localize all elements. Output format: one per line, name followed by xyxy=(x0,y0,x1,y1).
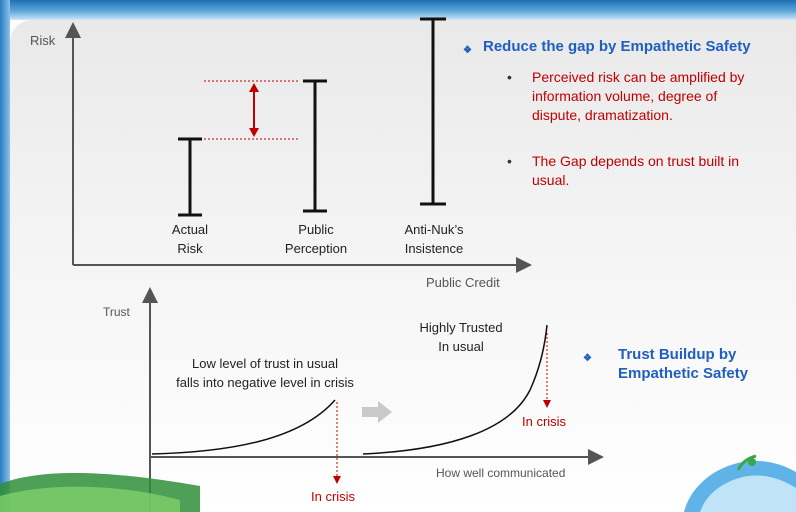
gap-arrow xyxy=(249,83,259,137)
high-trust-curve xyxy=(362,324,548,455)
logo-graphic xyxy=(684,454,796,512)
transition-arrow xyxy=(362,401,392,423)
gap-heading: ❖ Reduce the gap by Empathetic Safety xyxy=(463,37,751,56)
communication-axis-label: How well communicated xyxy=(436,466,566,480)
high-trust-caption: Highly Trusted In usual xyxy=(419,320,503,354)
high-trust-crisis-label: In crisis xyxy=(522,414,567,429)
trust-buildup-heading: ❖ Trust Buildup by Empathetic Safety xyxy=(583,346,749,382)
dot-bullet-icon: • xyxy=(507,153,512,169)
dot-bullet-icon: • xyxy=(507,69,512,85)
actual-risk-bar xyxy=(178,137,202,217)
low-trust-curve xyxy=(151,399,336,455)
bullet-amplified: • Perceived risk can be amplified by inf… xyxy=(507,69,745,123)
left-edge-band xyxy=(0,0,10,512)
low-trust-caption: Low level of trust in usual falls into n… xyxy=(176,356,354,390)
public-credit-axis-label: Public Credit xyxy=(426,275,500,290)
trust-axis-label: Trust xyxy=(103,305,130,319)
public-perception-bar xyxy=(303,79,327,213)
low-trust-crisis-label: In crisis xyxy=(311,489,356,504)
top-banner xyxy=(0,0,796,20)
anti-nuk-insistence-bar xyxy=(420,17,446,206)
diamond-bullet-icon: ❖ xyxy=(583,353,592,364)
risk-axis-label: Risk xyxy=(30,33,56,48)
diamond-bullet-icon: ❖ xyxy=(463,45,472,56)
bullet-gap-trust: • The Gap depends on trust built in usua… xyxy=(507,153,740,188)
